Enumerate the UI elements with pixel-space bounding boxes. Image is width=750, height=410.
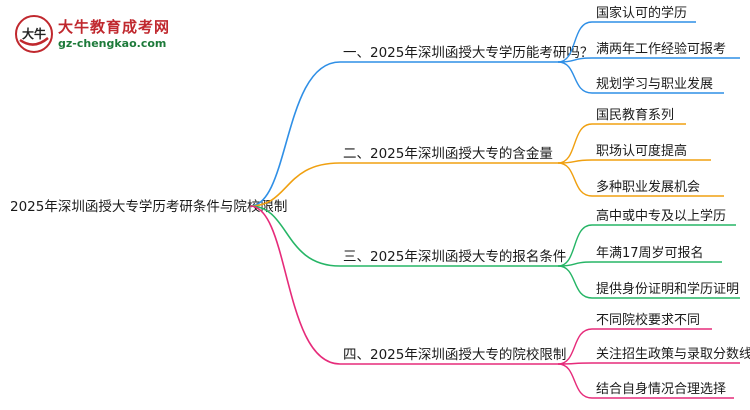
branch-4-child-1-connector [557, 328, 593, 365]
brand-emblem-icon: 大牛 [15, 15, 53, 53]
branch-2-child-1-label: 国民教育系列 [596, 107, 674, 123]
branch-4-child-3-connector [557, 363, 593, 399]
branch-3-child-1-label: 高中或中专及以上学历 [596, 208, 726, 224]
brand-emblem-text: 大牛 [22, 26, 46, 41]
branch-3-child-3-connector [557, 265, 593, 299]
branch-2-child-3-label: 多种职业发展机会 [596, 179, 700, 195]
branch-1-child-3-label: 规划学习与职业发展 [596, 76, 713, 92]
root-topic: 2025年深圳函授大专学历考研条件与院校限制 [10, 198, 287, 215]
branch-1-connector [249, 61, 341, 207]
branch-1-label: 一、2025年深圳函授大专学历能考研吗？ [343, 45, 593, 61]
branch-1-child-1-label: 国家认可的学历 [596, 5, 687, 21]
branch-1-child-1-connector [557, 21, 593, 63]
branch-3-child-3-label: 提供身份证明和学历证明 [596, 281, 739, 297]
branch-3-child-2-label: 年满17周岁可报名 [596, 245, 704, 261]
branch-3-connector [249, 205, 341, 267]
branch-2-child-1-connector [557, 123, 593, 164]
branch-2-label: 二、2025年深圳函授大专的含金量 [343, 146, 553, 162]
branch-4-child-2-label: 关注招生政策与录取分数线 [596, 346, 750, 362]
branch-4-connector [249, 205, 341, 365]
branch-3-child-1-connector [557, 224, 593, 267]
brand-name: 大牛教育成考网 [58, 18, 171, 36]
branch-2-child-2-label: 职场认可度提高 [596, 143, 687, 159]
branch-2-connector [249, 162, 341, 207]
brand-url: gz-chengkao.com [58, 37, 167, 50]
branch-4-child-1-label: 不同院校要求不同 [596, 312, 700, 328]
branch-3-label: 三、2025年深圳函授大专的报名条件 [343, 248, 566, 265]
branch-1-child-3-connector [557, 61, 593, 94]
brand-logo: 大牛 大牛教育成考网 gz-chengkao.com [14, 14, 204, 56]
branch-1-child-2-label: 满两年工作经验可报考 [596, 41, 726, 57]
branch-4-label: 四、2025年深圳函授大专的院校限制 [343, 346, 566, 363]
branch-4-child-3-label: 结合自身情况合理选择 [596, 381, 726, 397]
branch-2-child-3-connector [557, 162, 593, 197]
